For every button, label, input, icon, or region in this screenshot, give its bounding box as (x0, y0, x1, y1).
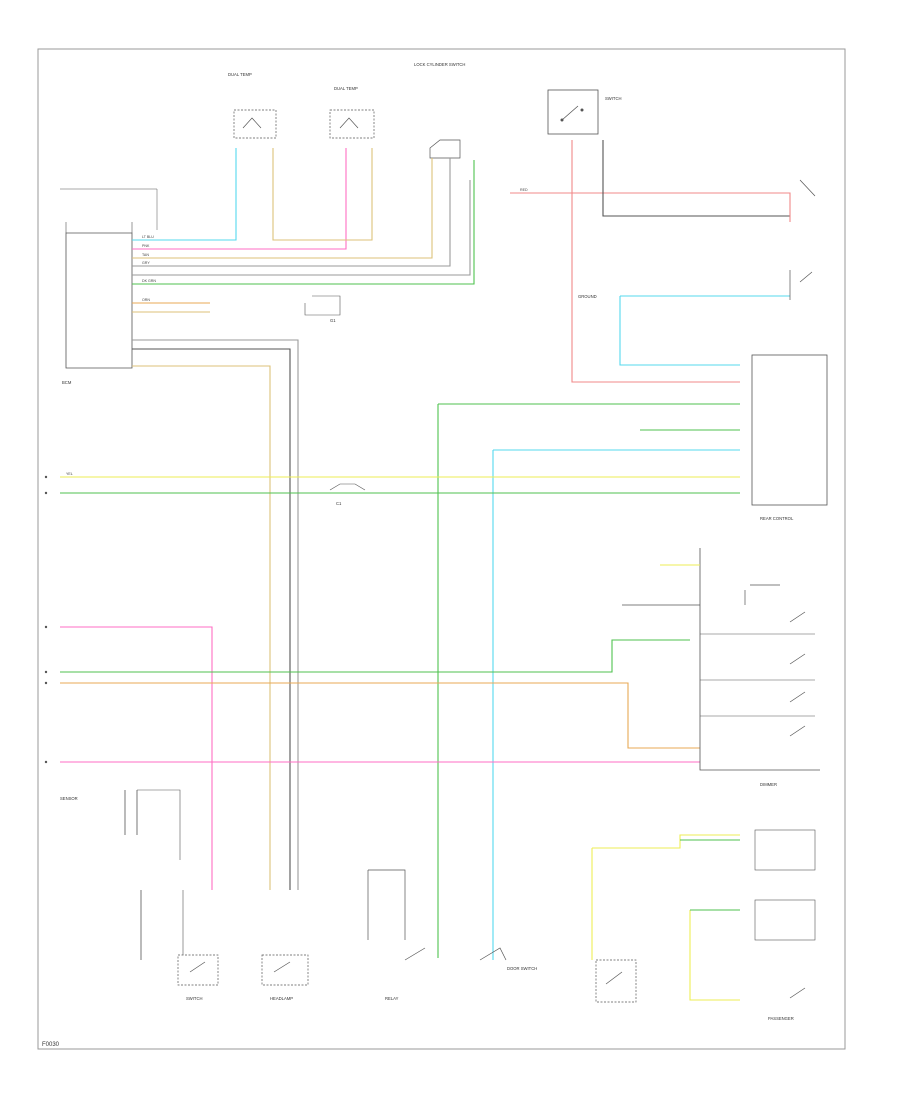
bottom-5-label: DOOR SWITCH (507, 966, 537, 971)
ground-g1: G1 (304, 295, 341, 323)
wire-label-red: RED (520, 188, 528, 192)
bottom-4-label: RELAY (385, 996, 399, 1001)
dual-temp-center-label: DUAL TEMP (334, 86, 358, 91)
bottom-relay: RELAY (367, 869, 426, 1001)
wire-label-pink: PNK (142, 244, 150, 248)
module-right-bottom-label: DIMMER (760, 782, 777, 787)
bottom-switch-2: HEADLAMP (261, 954, 309, 1001)
diagram-frame (37, 48, 846, 1050)
connector-c1-label: C1 (336, 501, 342, 506)
module-left-label: BCM (62, 380, 72, 385)
module-right: REAR CONTROL (751, 179, 828, 521)
bottom-door-switch: DOOR SWITCH (479, 947, 537, 971)
switch-top-right-label: SWITCH (605, 96, 622, 101)
module-right-bottom: DIMMER (622, 548, 820, 787)
bottom-6-label: PASSENGER (768, 1016, 794, 1021)
connector-c1: C1 (329, 483, 366, 506)
wire-label-orange: ORN (142, 298, 150, 302)
bottom-left-sensor: SENSOR (60, 789, 181, 960)
wire-label-green: DK GRN (142, 279, 156, 283)
ground-g1-label: G1 (330, 318, 336, 323)
bottom-switch-1: SWITCH (177, 890, 219, 1001)
diagram-code: F0030 (42, 1042, 60, 1048)
harness-top (132, 148, 475, 890)
bottom-3-label: HEADLAMP (270, 996, 293, 1001)
bottom-1-label: SENSOR (60, 796, 78, 801)
wire-label-tan: TAN (142, 253, 149, 257)
wire-label-cyan: LT BLU (142, 235, 154, 239)
dual-temp-left-label: DUAL TEMP (228, 72, 252, 77)
side-markers (44, 475, 48, 764)
dual-temp-center: DUAL TEMP (329, 86, 375, 139)
switch-top-right: SWITCH (547, 89, 622, 135)
wire-label-yellow: YEL (66, 472, 73, 476)
lock-cylinder: LOCK CYLINDER SWITCH (414, 62, 465, 159)
connector-right-label: GROUND (578, 294, 597, 299)
bottom-2-label: SWITCH (186, 996, 203, 1001)
bottom-passenger: PASSENGER (591, 829, 816, 1021)
module-left: BCM (60, 188, 158, 385)
lock-cylinder-label: LOCK CYLINDER SWITCH (414, 62, 465, 67)
wire-label-gray: GRY (142, 261, 150, 265)
harness-middle (60, 476, 740, 890)
module-right-label: REAR CONTROL (760, 516, 794, 521)
harness-right-top (437, 140, 791, 960)
dual-temp-left: DUAL TEMP (228, 72, 277, 139)
